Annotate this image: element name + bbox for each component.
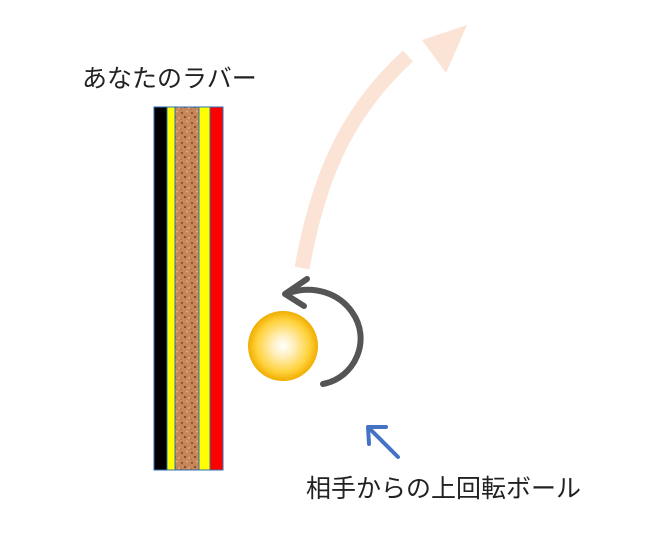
- adhesive-layer-left: [166, 106, 176, 471]
- ball-icon: [248, 311, 318, 381]
- ball-label: 相手からの上回転ボール: [306, 474, 582, 503]
- inner-sheet-layer: [209, 106, 224, 471]
- rubber-layers-icon: [153, 106, 224, 471]
- trajectory-arrow-icon: [294, 25, 467, 270]
- pointer-arrow-icon: [366, 425, 400, 459]
- outer-sheet-layer: [153, 106, 168, 471]
- adhesive-layer-right: [198, 106, 211, 471]
- topspin-arrow-icon: [282, 276, 364, 387]
- rubber-label: あなたのラバー: [82, 64, 257, 93]
- sponge-layer: [174, 106, 200, 471]
